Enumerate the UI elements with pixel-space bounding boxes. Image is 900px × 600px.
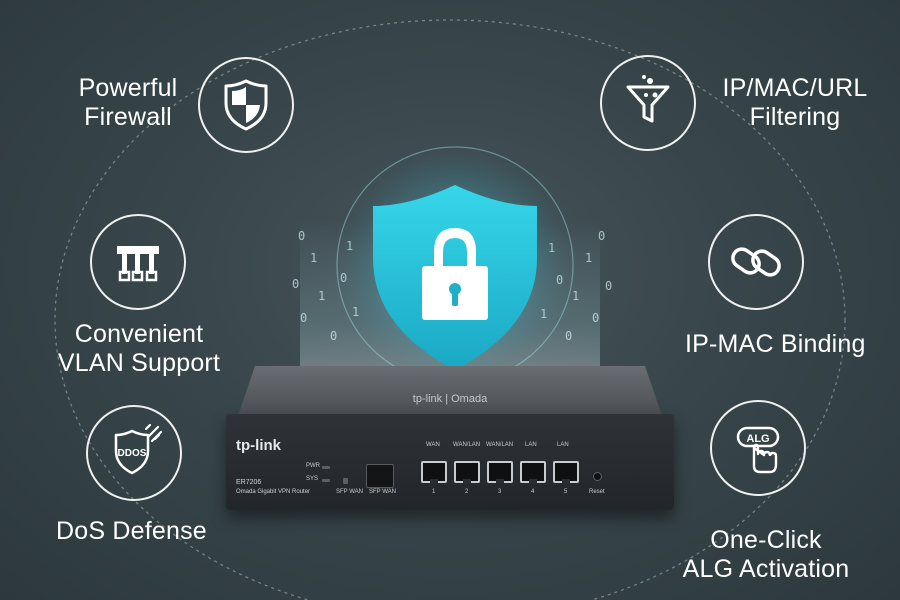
port-5-number: 5	[564, 489, 568, 495]
led-sys-label: SYS	[306, 476, 319, 482]
router-brand-logo: tp-link	[236, 437, 281, 454]
svg-text:0: 0	[592, 311, 599, 325]
sfp-port	[366, 464, 394, 488]
router-top-panel	[238, 366, 662, 416]
port-3-top-label: WAN/LAN	[486, 442, 514, 448]
svg-text:0: 0	[292, 277, 299, 291]
router-top-logo: tp-link | Omada	[412, 393, 488, 405]
svg-text:0: 0	[565, 329, 572, 343]
alg-tap-icon: ALG	[736, 426, 780, 474]
led-pwr-label: PWR	[306, 463, 320, 469]
alg-feature-label: One-Click ALG Activation	[676, 526, 856, 584]
port-5-top-label: LAN	[557, 442, 569, 448]
alg-label-line1: One-Click	[710, 526, 822, 554]
ethernet-port-4	[520, 461, 546, 483]
led-sys	[322, 479, 330, 482]
svg-text:1: 1	[318, 289, 325, 303]
filter-icon	[626, 75, 670, 123]
svg-text:0: 0	[298, 229, 305, 243]
dos-feature-label: DoS Defense	[56, 517, 207, 546]
shield-icon	[224, 79, 268, 131]
alg-feature-circle: ALG	[710, 400, 806, 496]
ddos-icon: DDOS	[114, 423, 163, 475]
dos-label-line1: DoS Defense	[56, 517, 207, 545]
svg-text:0: 0	[300, 311, 307, 325]
port-1-top-label: WAN	[426, 442, 440, 448]
port-2-top-label: WAN/LAN	[453, 442, 481, 448]
binding-feature-circle	[708, 214, 804, 310]
ethernet-port-5	[553, 461, 579, 483]
vlan-feature-circle	[90, 214, 186, 310]
orbit-dashed-ring	[54, 19, 846, 600]
sfp-wan-led-label: SFP WAN	[336, 489, 364, 495]
filtering-label-line2: Filtering	[749, 103, 841, 131]
vlan-icon	[117, 246, 159, 282]
port-2-number: 2	[465, 489, 469, 495]
ethernet-port-2	[454, 461, 480, 483]
port-4-top-label: LAN	[525, 442, 537, 448]
svg-text:0: 0	[598, 229, 605, 243]
router-model: ER7206	[236, 479, 262, 486]
sfp-port-label: SFP WAN	[369, 489, 397, 495]
alg-label-line2: ALG Activation	[682, 555, 850, 583]
filtering-label-line1: IP/MAC/URL	[722, 74, 868, 102]
vlan-label-line2: VLAN Support	[57, 349, 221, 377]
svg-text:0: 0	[605, 279, 612, 293]
ddos-badge-text: DDOS	[118, 448, 147, 459]
firewall-label-line2: Firewall	[84, 103, 172, 131]
firewall-feature-label: Powerful Firewall	[78, 74, 178, 132]
port-4-number: 4	[531, 489, 535, 495]
link-icon	[731, 247, 781, 277]
port-3-number: 3	[498, 489, 502, 495]
filtering-feature-label: IP/MAC/URL Filtering	[710, 74, 880, 132]
svg-text:1: 1	[585, 251, 592, 265]
vlan-feature-label: Convenient VLAN Support	[44, 320, 234, 378]
router-front-panel	[226, 414, 674, 510]
reset-label: Reset	[589, 489, 605, 495]
port-1-number: 1	[432, 489, 436, 495]
router-description: Omada Gigabit VPN Router	[236, 489, 311, 495]
svg-text:1: 1	[310, 251, 317, 265]
ethernet-port-3	[487, 461, 513, 483]
ethernet-port-1	[421, 461, 447, 483]
firewall-label-line1: Powerful	[78, 74, 178, 102]
firewall-feature-circle	[198, 57, 294, 153]
led-pwr	[322, 466, 330, 469]
led-sfp-wan	[343, 478, 348, 484]
binding-label-line1: IP-MAC Binding	[685, 330, 866, 358]
dos-feature-circle: DDOS	[86, 405, 182, 501]
security-shield-icon	[373, 185, 537, 370]
padlock-icon	[422, 228, 488, 320]
alg-badge-text: ALG	[746, 433, 769, 445]
binding-feature-label: IP-MAC Binding	[685, 330, 866, 359]
svg-text:0: 0	[330, 329, 337, 343]
vlan-label-line1: Convenient	[74, 320, 204, 348]
filtering-feature-circle	[600, 55, 696, 151]
svg-text:1: 1	[572, 289, 579, 303]
reset-button	[593, 472, 602, 481]
